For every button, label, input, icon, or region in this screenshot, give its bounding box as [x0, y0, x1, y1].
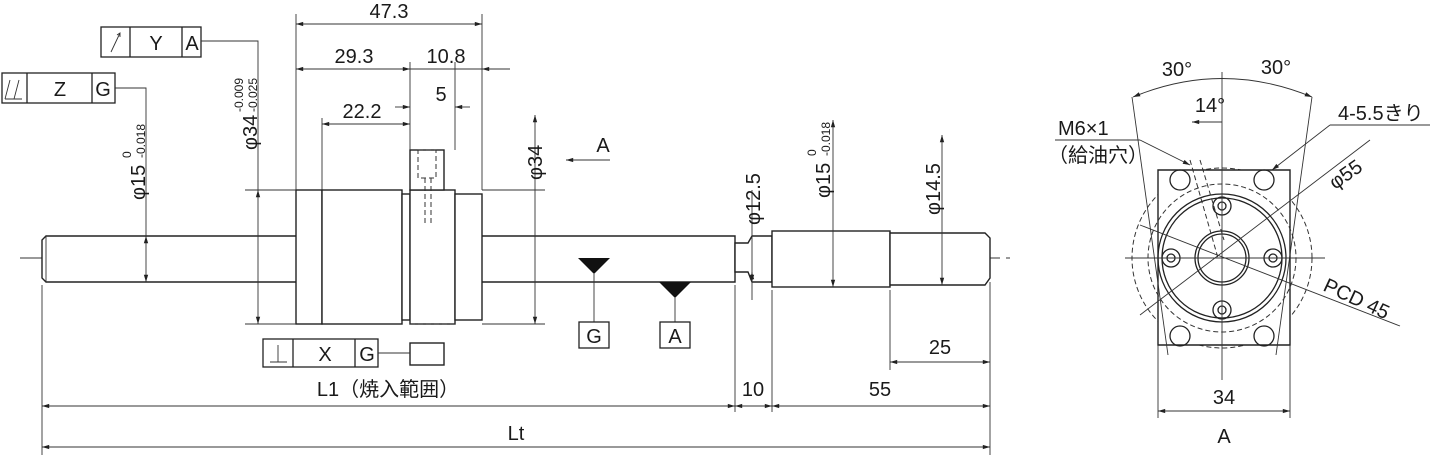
dim-55: 55: [869, 379, 891, 401]
bottom-dimensions: [41, 282, 991, 455]
dim-47-3: 47.3: [370, 1, 409, 23]
dim-text: φ15: [128, 165, 150, 200]
tolerance-value: Z: [54, 79, 66, 101]
bolt-hole-spec: 4-5.5きり: [1338, 103, 1424, 125]
dim-5: 5: [435, 84, 446, 106]
datum-ref: G: [95, 79, 111, 101]
datum-label: G: [586, 326, 602, 348]
datum-ref: G: [359, 344, 375, 366]
dim-phi15-shaft: φ15 0 -0.018: [120, 124, 150, 200]
tol-lower: -0.018: [819, 122, 833, 156]
tol-lower: -0.018: [134, 124, 148, 158]
dim-phi34: φ34: [525, 145, 547, 180]
dim-10: 10: [742, 379, 764, 401]
datum-ref: A: [185, 33, 199, 55]
datum-label: A: [668, 326, 682, 348]
dim-phi15-journal: φ15 0 -0.018: [805, 122, 835, 198]
oil-hole-spec: M6×1: [1058, 118, 1109, 140]
perpendicularity-icon: [270, 345, 287, 363]
tolerance-frame-perpendicularity: X G: [262, 338, 410, 368]
tol-upper: 0: [805, 149, 819, 156]
pcd: PCD 45: [1320, 275, 1393, 325]
dim-text: φ34: [240, 115, 262, 150]
dim-25: 25: [929, 337, 951, 359]
angle-right: 30°: [1261, 57, 1291, 79]
end-view: [1055, 72, 1430, 418]
dim-phi14-5: φ14.5: [923, 163, 945, 215]
dim-29-3: 29.3: [335, 46, 374, 68]
dim-phi34-tol: φ34 -0.009 -0.025: [232, 78, 262, 150]
dim-width-34: 34: [1213, 387, 1235, 409]
tolerance-frame-total-runout: Z G: [1, 72, 147, 236]
dim-phi12-5: φ12.5: [743, 173, 765, 225]
ball-nut: [295, 149, 483, 366]
tolerance-frame-runout: Y A: [100, 26, 259, 190]
tol-upper: 0: [120, 151, 134, 158]
dim-22-2: 22.2: [343, 101, 382, 123]
dim-l1: L1（焼入範囲）: [317, 378, 459, 401]
datum-a: A: [659, 282, 691, 349]
screw-shaft: [41, 230, 991, 288]
tolerance-value: X: [318, 344, 331, 366]
dim-10-8: 10.8: [427, 46, 466, 68]
bolt-holes: [1169, 169, 1275, 347]
circular-runout-icon: [110, 32, 121, 53]
dim-lt: Lt: [508, 423, 525, 445]
tolerance-value: Y: [149, 33, 162, 55]
end-view-label: A: [1217, 426, 1231, 448]
tol-upper: -0.009: [232, 78, 246, 112]
total-runout-icon: [4, 79, 22, 100]
oil-hole-note: （給油穴）: [1048, 144, 1148, 167]
tol-lower: -0.025: [246, 78, 260, 112]
angle-left: 30°: [1162, 59, 1192, 81]
angle-oil-hole: 14°: [1195, 95, 1225, 117]
dim-text: φ15: [813, 163, 835, 198]
top-dimensions: [295, 14, 510, 190]
view-arrow-label: A: [596, 135, 610, 157]
outer-diameter: φ55: [1325, 156, 1366, 194]
datum-g: G: [578, 258, 610, 349]
